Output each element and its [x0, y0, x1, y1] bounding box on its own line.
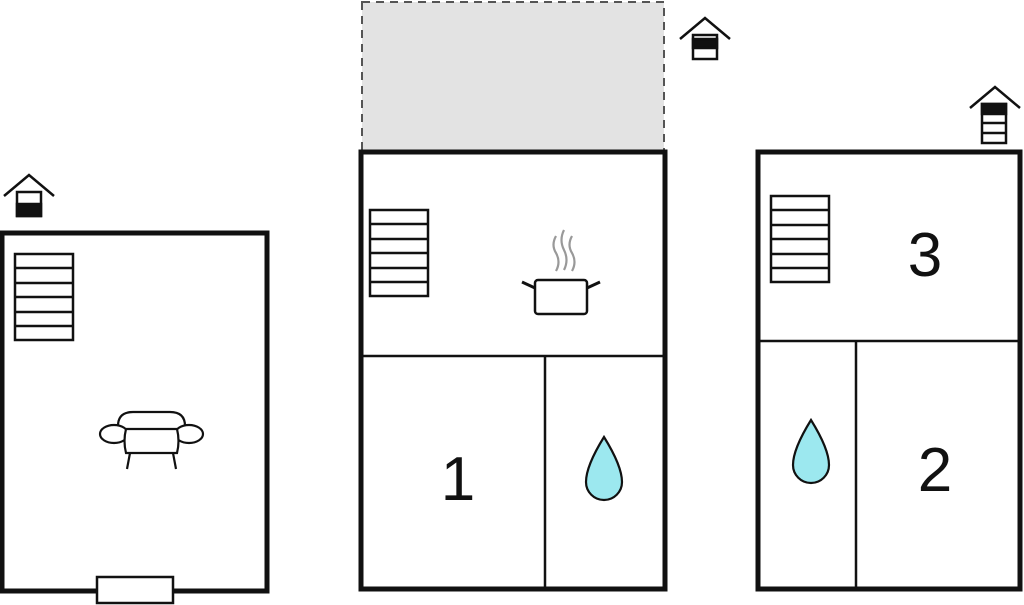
floor-level-icon-ground	[3, 173, 55, 218]
floor-outline-first	[358, 149, 668, 592]
stairs-icon	[13, 252, 75, 342]
entrance-door	[95, 575, 175, 605]
stairs-icon	[769, 194, 831, 284]
room-label-2: 2	[918, 436, 952, 505]
stairs-icon	[368, 208, 430, 298]
water-drop-icon	[584, 434, 624, 502]
floor-level-icon-second	[969, 85, 1021, 145]
terrace-area	[361, 1, 665, 153]
floor-first: 1	[358, 1, 731, 592]
cooking-pot-icon	[521, 229, 601, 316]
room-label-3: 3	[908, 221, 942, 290]
floor-ground	[0, 173, 270, 605]
water-drop-icon	[791, 417, 831, 485]
floor-level-icon-first	[679, 16, 731, 61]
floor-second: 3 2	[755, 85, 1023, 592]
room-label-1: 1	[441, 445, 475, 514]
sofa-icon	[98, 410, 205, 470]
